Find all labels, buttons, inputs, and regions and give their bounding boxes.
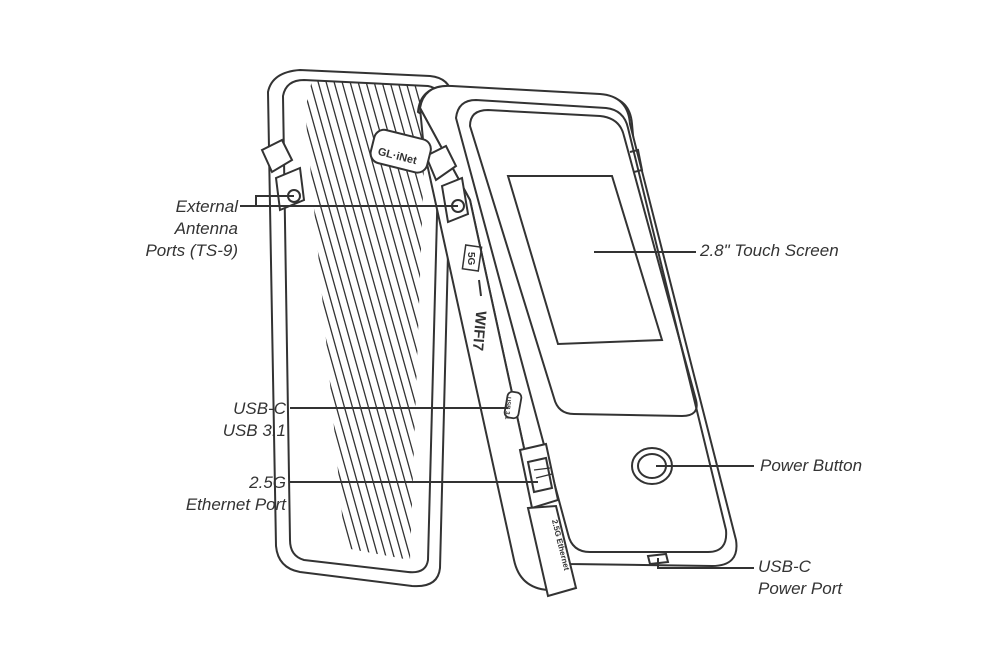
touch-screen-callout: 2.8" Touch Screen — [700, 240, 839, 262]
band-marking: 5G — [465, 252, 476, 266]
heatsink-fin — [80, 60, 230, 600]
heatsink-fin — [120, 60, 270, 600]
antenna-callout: External Antenna Ports (TS-9) — [120, 196, 238, 262]
heatsink-fin — [305, 80, 375, 560]
power-port-callout: USB-C Power Port — [758, 556, 842, 600]
ethernet-callout-line-2: Ethernet Port — [185, 495, 286, 514]
ethernet-port — [518, 442, 560, 510]
antenna-callout-line-1: External — [175, 197, 238, 216]
touch-screen-callout-line-1: 2.8" Touch Screen — [700, 241, 839, 260]
heatsink-fin — [305, 80, 407, 560]
power-button-callout-line-1: Power Button — [760, 456, 863, 475]
power-button — [631, 447, 673, 485]
screen-display — [506, 175, 664, 346]
wifi-marking: WIFI7 — [469, 310, 489, 351]
ethernet-callout: 2.5G Ethernet Port — [150, 472, 286, 516]
heatsink-fin — [104, 60, 254, 600]
rear-antenna-port — [260, 138, 306, 212]
antenna-leader-line — [240, 195, 294, 207]
power-port-leader-line — [657, 558, 754, 569]
heatsink-fin — [305, 80, 426, 560]
power-button-callout: Power Button — [760, 455, 862, 477]
heatsink-fin — [112, 60, 262, 600]
screen-glass-area — [468, 108, 698, 418]
heatsink-fin — [327, 80, 426, 560]
heatsink-fin — [305, 80, 426, 560]
heatsink-fin — [319, 80, 426, 560]
brand-logo-badge: GL·iNet — [369, 128, 432, 174]
rear-housing-inner-edge — [282, 79, 441, 574]
ethernet-callout-line-1: 2.5G — [249, 473, 286, 492]
ethernet-cable: 2.5G Ethernet — [526, 504, 578, 598]
heatsink-fin — [335, 80, 426, 560]
power-port-callout-line-2: Power Port — [758, 579, 843, 598]
heatsink-fin — [96, 60, 246, 600]
heatsink-fin — [311, 80, 426, 560]
touch-screen — [468, 108, 698, 418]
usb-c-callout-line-2: USB 3.1 — [222, 421, 286, 440]
heatsink-fin — [128, 60, 278, 600]
heatsink-fin — [136, 60, 286, 600]
heatsink-fin — [305, 80, 423, 560]
side-button — [629, 148, 644, 173]
usb-c-callout: USB-C USB 3.1 — [170, 398, 286, 442]
front-bezel — [455, 99, 728, 553]
antenna-callout-line-3: Ports (TS-9) — [145, 241, 238, 260]
power-port-callout-line-1: USB-C — [758, 557, 811, 576]
leader-lines — [240, 195, 754, 569]
heatsink-fin — [305, 80, 415, 560]
antenna-callout-line-2: Antenna — [174, 219, 238, 238]
usb-c-callout-line-1: USB-C — [233, 399, 286, 418]
heatsink-fin — [88, 60, 238, 600]
